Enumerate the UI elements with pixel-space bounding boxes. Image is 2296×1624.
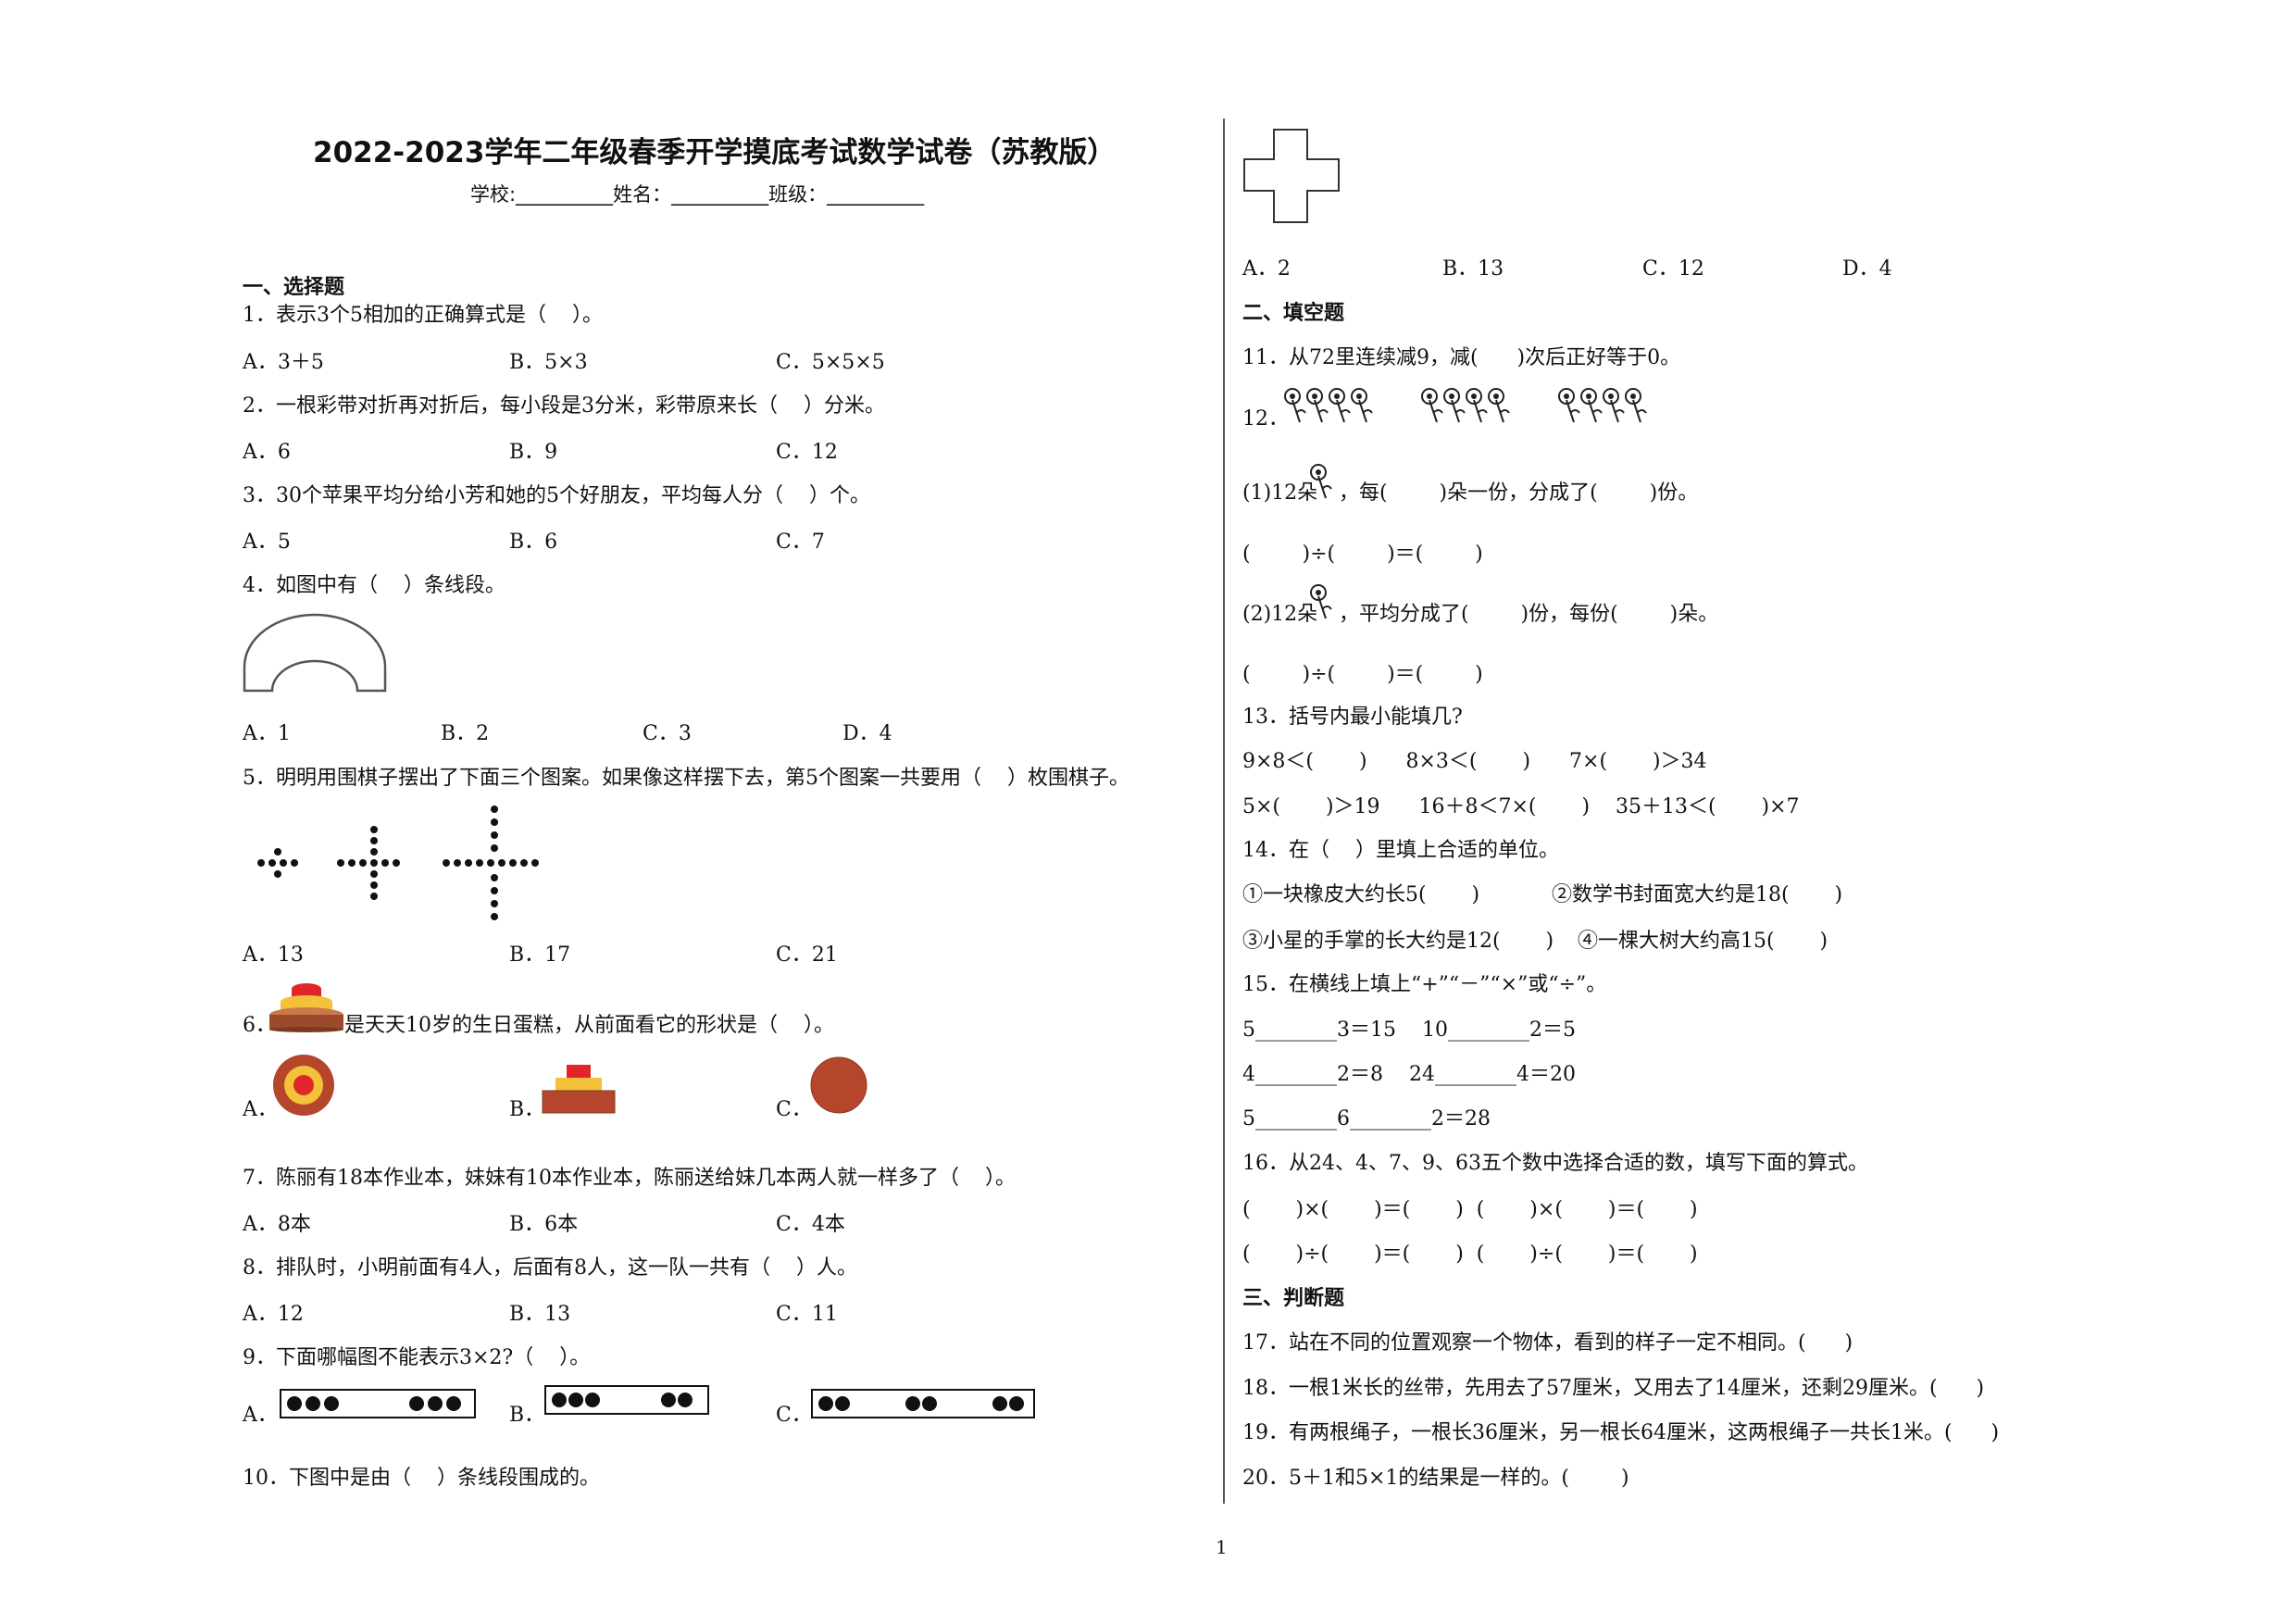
arch-figure [243,613,387,693]
q16-stem: 16．从24、4、7、9、63五个数中选择合适的数，填写下面的算式。 [1242,1152,1868,1175]
cake-front-view-figure [542,1065,616,1114]
q14-item4: ④一棵大树大约高15( ) [1578,930,1828,953]
q12-number: 12． [1242,407,1289,431]
q4-option-c[interactable]: C．3 [643,722,692,745]
q1-option-c[interactable]: C．5×5×5 [776,351,885,374]
q2-option-a[interactable]: A．6 [243,441,291,464]
q15-stem: 15．在横线上填上“+”“－”“×”或“÷”。 [1242,973,1607,996]
q4-stem: 4．如图中有（ ）条线段。 [243,574,505,597]
q7-option-b[interactable]: B．6本 [509,1213,579,1236]
q3-stem: 3．30个苹果平均分给小芳和她的5个好朋友，平均每人分（ ）个。 [243,484,870,507]
q14-item3: ③小星的手掌的长大约是12( ) [1242,930,1554,953]
q4-option-d[interactable]: D．4 [842,722,892,745]
q12-part1-equation: ( )÷( )＝( ) [1242,543,1483,566]
q3-option-a[interactable]: A．5 [243,531,291,554]
q13-row2: 5×( )＞19 16＋8＜7×( ) 35＋13＜( )×7 [1242,795,1800,818]
q9-option-b[interactable]: B． [509,1404,545,1427]
q13-row1: 9×8＜( ) 8×3＜( ) 7×( )＞34 [1242,750,1707,773]
q9-option-a[interactable]: A． [243,1404,278,1427]
q5-stem: 5．明明用围棋子摆出了下面三个图案。如果像这样摆下去，第5个图案一共要用（ ）枚… [243,767,1129,790]
page-number: 1 [1216,1536,1228,1558]
flowers-group-figure [1284,388,1647,423]
q1-stem: 1．表示3个5相加的正确算式是（ ）。 [243,304,603,327]
q12-part1-prefix: (1)12朵 [1242,481,1318,505]
section-choice-title: 一、选择题 [243,276,345,299]
q1-option-b[interactable]: B．5×3 [509,351,588,374]
q10-option-a[interactable]: A．2 [1242,257,1291,281]
dots-figure-b [544,1385,709,1415]
q15-row2: 4________2＝8 24________4＝20 [1242,1063,1576,1086]
q2-option-b[interactable]: B．9 [509,441,558,464]
q18-text: 18．一根1米长的丝带，先用去了57厘米，又用去了14厘米，还剩29厘米。( ) [1242,1377,1985,1400]
q6-stem: 是天天10岁的生日蛋糕，从前面看它的形状是（ ）。 [344,1014,834,1037]
q10-option-d[interactable]: D．4 [1842,257,1892,281]
q2-option-c[interactable]: C．12 [776,441,838,464]
q4-option-a[interactable]: A．1 [243,722,291,745]
q2-stem: 2．一根彩带对折再对折后，每小段是3分米，彩带原来长（ ）分米。 [243,394,885,418]
flower-icon [1310,584,1332,619]
column-divider [1223,119,1225,1504]
q12-part2-equation: ( )÷( )＝( ) [1242,663,1483,686]
cake-top-view-figure [273,1055,334,1116]
q7-option-c[interactable]: C．4本 [776,1213,845,1236]
q8-stem: 8．排队时，小明前面有4人，后面有8人，这一队一共有（ ）人。 [243,1256,857,1280]
q11-text: 11．从72里连续减9，减( )次后正好等于0。 [1242,346,1681,369]
q12-part2-text: ，平均分成了( )份，每份( )朵。 [1339,603,1719,626]
q14-stem: 14．在（ ）里填上合适的单位。 [1242,839,1559,862]
q14-item2: ②数学书封面宽大约是18( ) [1552,883,1843,906]
q8-option-a[interactable]: A．12 [243,1303,304,1326]
q5-option-b[interactable]: B．17 [509,943,571,967]
q3-option-b[interactable]: B．6 [509,531,558,554]
section-judge-title: 三、判断题 [1242,1287,1345,1310]
section-fill-title: 二、填空题 [1242,302,1345,325]
cake-side-circle-figure [810,1056,867,1114]
q17-text: 17．站在不同的位置观察一个物体，看到的样子一定不相同。( ) [1242,1331,1853,1355]
q15-row1: 5________3＝15 10________2＝5 [1242,1018,1576,1042]
q8-option-b[interactable]: B．13 [509,1303,571,1326]
q5-option-a[interactable]: A．13 [243,943,304,967]
q6-number: 6． [243,1014,276,1037]
q19-text: 19．有两根绳子，一根长36厘米，另一根长64厘米，这两根绳子一共长1米。( ) [1242,1421,2000,1444]
q6-option-c[interactable]: C． [776,1098,812,1121]
dots-figure-c [811,1389,1035,1418]
q6-option-b[interactable]: B． [509,1098,545,1121]
q6-option-a[interactable]: A． [243,1098,278,1121]
q16-row2: ( )÷( )＝( ) ( )÷( )＝( ) [1242,1243,1698,1266]
go-stone-patterns-figure [257,806,539,920]
q3-option-c[interactable]: C．7 [776,531,825,554]
student-info-line: 学校:__________姓名：__________班级：__________ [470,183,925,206]
q12-part2-prefix: (2)12朵 [1242,603,1318,626]
birthday-cake-icon [269,983,343,1032]
page-title: 2022-2023学年二年级春季开学摸底考试数学试卷（苏教版） [313,136,1117,169]
q12-part1-text: ，每( )朵一份，分成了( )份。 [1339,481,1699,505]
dots-figure-a [280,1389,476,1418]
q14-item1: ①一块橡皮大约长5( ) [1242,883,1480,906]
q9-option-c[interactable]: C． [776,1404,812,1427]
q1-option-a[interactable]: A．3＋5 [243,351,324,374]
flower-icon [1310,464,1332,499]
q10-option-b[interactable]: B．13 [1442,257,1504,281]
q7-stem: 7．陈丽有18本作业本，妹妹有10本作业本，陈丽送给妹几本两人就一样多了（ ）。 [243,1167,1016,1190]
q15-row3: 5________6________2＝28 [1242,1107,1491,1131]
q13-stem: 13．括号内最小能填几? [1242,706,1463,729]
q9-stem: 9．下面哪幅图不能表示3×2?（ ）。 [243,1346,591,1369]
q20-text: 20．5＋1和5×1的结果是一样的。( ) [1242,1467,1629,1490]
q8-option-c[interactable]: C．11 [776,1303,838,1326]
q4-option-b[interactable]: B．2 [441,722,490,745]
q10-option-c[interactable]: C．12 [1642,257,1704,281]
q7-option-a[interactable]: A．8本 [243,1213,311,1236]
q16-row1: ( )×( )＝( ) ( )×( )＝( ) [1242,1198,1698,1221]
q10-stem: 10．下图中是由（ ）条线段围成的。 [243,1467,600,1490]
cross-shape-figure [1243,129,1340,223]
q5-option-c[interactable]: C．21 [776,943,838,967]
